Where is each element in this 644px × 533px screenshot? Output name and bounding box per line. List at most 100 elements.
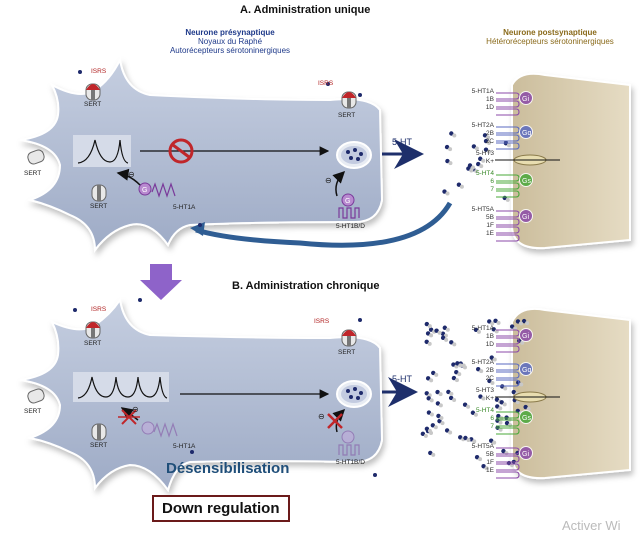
serotonin-molecule-shadow	[434, 372, 439, 377]
inhibit-sign-terminal-b: ⊖	[318, 412, 325, 421]
serotonin-molecule-shadow	[459, 184, 464, 189]
serotonin-molecule	[434, 328, 439, 333]
serotonin-molecule-shadow	[439, 415, 444, 420]
receptor-subtype-label: 7	[490, 423, 494, 430]
receptor-subtype-label: 5-HT2A	[471, 359, 494, 366]
serotonin-molecule-shadow	[452, 342, 457, 347]
receptor-subtype-label: 5-HT4	[475, 407, 494, 414]
g-protein-label: Gq	[522, 367, 531, 374]
receptor-loop	[496, 455, 520, 463]
sert-label-soma-top-b: SERT	[84, 340, 102, 347]
serotonin-molecule	[474, 454, 480, 460]
serotonin-molecule	[504, 420, 510, 426]
receptor-loop	[496, 379, 520, 387]
serotonin-molecule-shadow	[476, 329, 481, 334]
serotonin-molecule-shadow	[525, 321, 530, 326]
postsynaptic-line1: Hétérorécepteurs sérotoninergiques	[486, 37, 614, 46]
desensitization-label: Désensibilisation	[166, 460, 290, 477]
serotonin-molecule	[426, 410, 432, 415]
serotonin-molecule	[420, 431, 426, 437]
serotonin-molecule-shadow	[429, 412, 434, 417]
sert-label-terminal-a: SERT	[338, 112, 356, 119]
receptor-loop	[496, 142, 520, 150]
serotonin-molecule-shadow	[429, 378, 434, 383]
serotonin-molecule-shadow	[484, 466, 489, 471]
ht-label-b: 5-HT	[392, 374, 412, 384]
receptor-subtype-label: 6	[490, 415, 494, 422]
sert-transporter-soma-bottom-b	[91, 423, 107, 441]
receptor-subtype-label: 5-HT2A	[471, 122, 494, 129]
serotonin-molecule	[428, 327, 434, 332]
panel-b	[19, 297, 631, 493]
serotonin-molecule	[473, 327, 479, 333]
receptor-loop	[496, 371, 520, 379]
sert-transporter-soma-left-b	[27, 388, 45, 404]
receptor-subtype-label: 5-HT4	[475, 170, 494, 177]
serotonin-molecule-shadow	[466, 404, 471, 409]
serotonin-molecule	[511, 389, 516, 395]
serotonin-molecule	[523, 404, 528, 410]
receptor-subtype-label: 1D	[485, 104, 494, 111]
serotonin-molecule-shadow	[431, 452, 436, 457]
receptor-loop	[496, 190, 520, 198]
receptor-loop	[496, 226, 520, 234]
serotonin-molecule	[445, 158, 450, 164]
serotonin-molecule	[493, 318, 498, 324]
serotonin-molecule	[488, 438, 494, 443]
g-protein-label: G	[345, 198, 350, 205]
receptor-subtype-label: 5-HT3	[475, 150, 494, 157]
receptor-loop	[496, 411, 520, 419]
autoreceptor-5ht1bd-a	[338, 193, 360, 219]
serotonin-molecule	[501, 448, 506, 454]
receptor-subtype-label: 5-HT5A	[471, 206, 494, 213]
serotonin-molecule	[426, 396, 431, 401]
receptor-loop	[496, 108, 520, 116]
serotonin-molecule-shadow	[427, 324, 432, 329]
serotonin-molecule	[454, 369, 459, 375]
serotonin-molecule	[496, 413, 501, 419]
serotonin-molecule-shadow	[440, 421, 445, 426]
transition-arrow	[140, 264, 182, 300]
serotonin-cloud-a	[78, 70, 511, 227]
serotonin-molecule-shadow	[433, 425, 438, 430]
serotonin-molecule	[440, 331, 446, 336]
g-protein-gi-icon	[519, 328, 533, 342]
serotonin-molecule-shadow	[487, 149, 492, 154]
serotonin-molecule-shadow	[481, 158, 486, 163]
serotonin-molecule	[487, 378, 492, 384]
receptor-loop	[496, 182, 520, 190]
receptor-subtype-label: 1F	[486, 459, 494, 466]
serotonin-molecule	[495, 404, 500, 409]
presynaptic-line2: Autorécepteurs sérotoninergiques	[169, 46, 291, 55]
serotonin-molecule-shadow	[486, 135, 491, 140]
serotonin-molecule	[73, 308, 77, 312]
serotonin-molecule	[471, 144, 477, 149]
isrs-label-terminal-a: ISRS	[318, 80, 334, 87]
g-protein-gq-icon	[519, 362, 533, 376]
serotonin-molecule-shadow	[452, 397, 457, 402]
isrs-label-terminal-b: ISRS	[314, 318, 330, 325]
receptor-loop	[496, 329, 520, 337]
receptor-subtype-label: 2B	[486, 130, 494, 137]
serotonin-molecule-shadow	[496, 320, 501, 325]
receptor-subtype-label: K+	[485, 158, 494, 165]
receptor-subtype-label: 5B	[486, 451, 494, 458]
serotonin-molecule-shadow	[503, 386, 508, 391]
serotonin-molecule	[476, 161, 481, 167]
serotonin-molecule	[456, 182, 462, 187]
g-protein-label: G	[142, 187, 147, 194]
g-protein-gi-icon	[519, 209, 533, 223]
serotonin-molecule	[478, 394, 483, 399]
serotonin-molecule	[463, 435, 468, 441]
serotonin-molecule	[444, 144, 450, 150]
serotonin-molecule	[466, 166, 471, 171]
serotonin-molecule-shadow	[438, 392, 443, 397]
serotonin-molecule-shadow	[448, 430, 453, 435]
serotonin-molecule	[494, 397, 500, 402]
